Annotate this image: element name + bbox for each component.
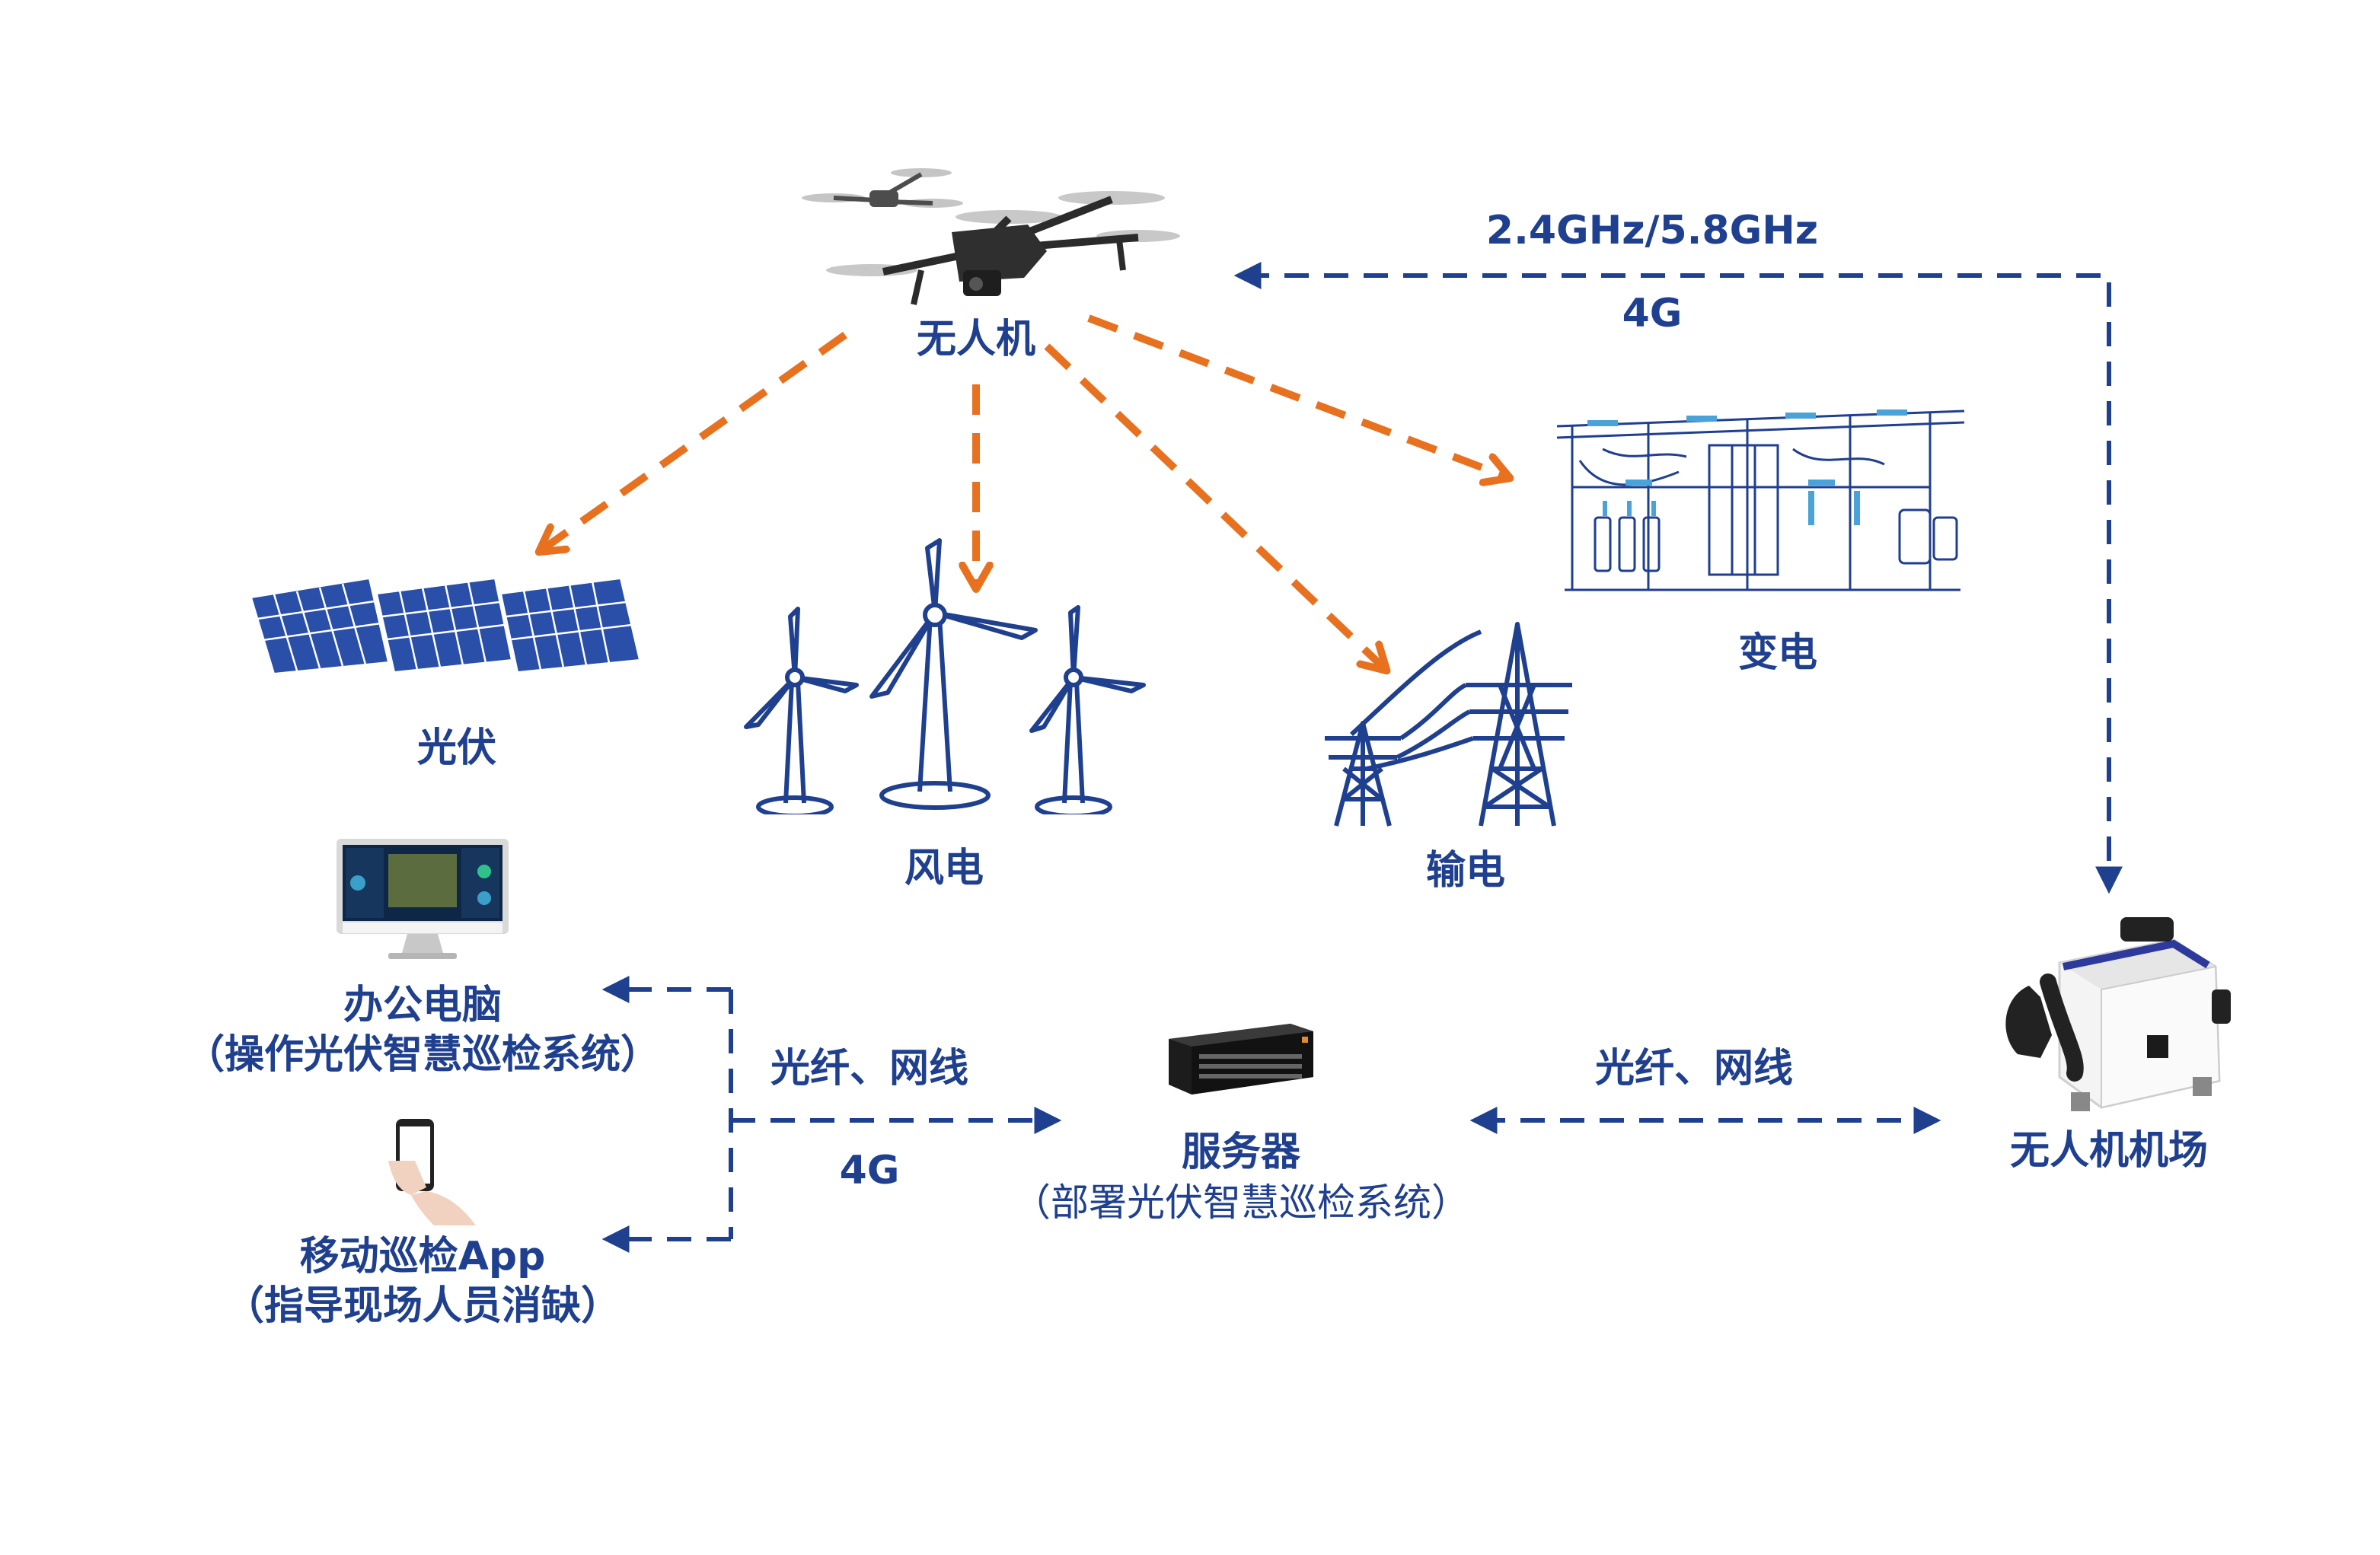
link-fiber-clients-label: 光纤、网线 (770, 1046, 969, 1091)
transmission-label: 输电 (1425, 848, 1506, 894)
transmission-tower-icon (1325, 622, 1572, 827)
drone-icon (802, 168, 1180, 305)
smartphone-icon (388, 1119, 476, 1225)
solar-label: 光伏 (416, 725, 497, 771)
substation-label: 变电 (1737, 630, 1818, 676)
wind-label: 风电 (904, 846, 984, 891)
substation-icon (1556, 409, 1965, 591)
arrow-drone-to-transmission (1044, 343, 1382, 666)
office-pc-sublabel: （操作光伏智慧巡检系统） (184, 1032, 661, 1078)
server-rack-icon (1169, 1024, 1313, 1095)
arrow-drone-to-solar (544, 331, 847, 548)
server-label: 服务器 (1181, 1130, 1301, 1175)
arrow-dock-drone (1233, 262, 2123, 894)
wind-turbine-icon (744, 538, 1146, 814)
dock-label: 无人机机场 (2009, 1128, 2209, 1174)
solar-panel-icon (250, 577, 641, 675)
arrow-drone-to-substation (1087, 314, 1504, 476)
office-pc-label: 办公电脑 (343, 983, 502, 1028)
monitor-icon (337, 839, 509, 959)
link-4g-clients-label: 4G (839, 1148, 900, 1193)
mobile-app-label: 移动巡检App (299, 1234, 546, 1279)
link-freq-label: 2.4GHz/5.8GHz (1485, 208, 1819, 253)
drone-label: 无人机 (916, 317, 1036, 362)
link-fiber-dock-label: 光纤、网线 (1594, 1046, 1794, 1091)
server-sublabel: （部署光伏智慧巡检系统） (1013, 1181, 1469, 1225)
link-4g-dock-label: 4G (1622, 291, 1683, 336)
drone-dock-icon (2005, 917, 2231, 1111)
mobile-app-sublabel: （指导现场人员消缺） (224, 1283, 621, 1329)
